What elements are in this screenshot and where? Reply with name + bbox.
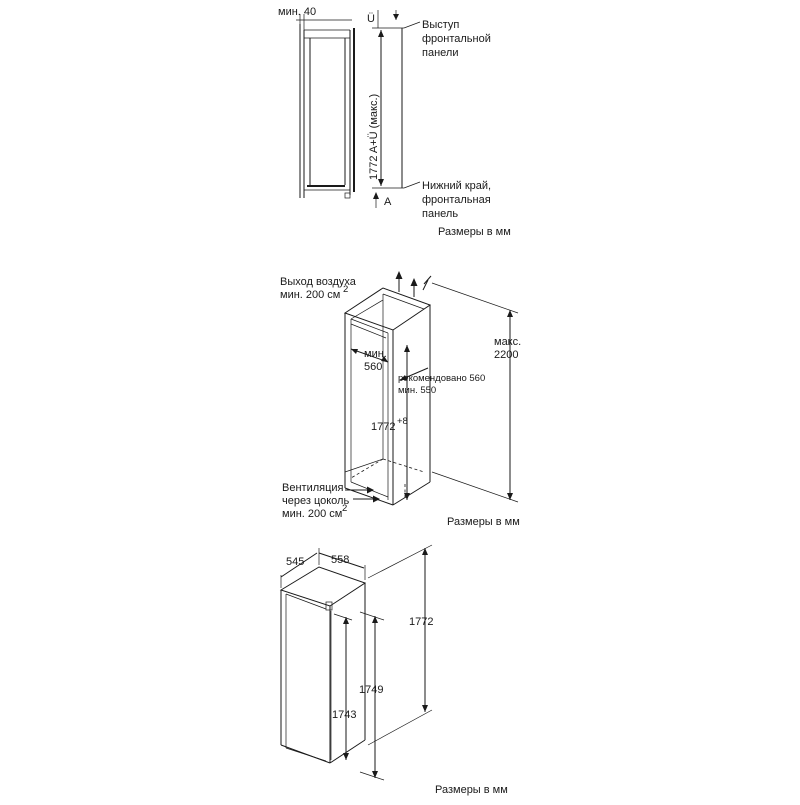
vent-sup: 2 [342, 503, 347, 514]
height-1749-label: 1749 [359, 684, 383, 696]
bottom-edge-label-3: панель [422, 208, 458, 220]
units-label-3: Размеры в мм [435, 784, 508, 796]
vent-label-1: Вентиляция [282, 482, 344, 494]
front-projection-label-2: фронтальной [422, 33, 491, 45]
height-1772-label-3: 1772 [409, 616, 433, 628]
bottom-edge-label-2: фронтальная [422, 194, 491, 206]
min-550-label: мин. 550 [398, 385, 436, 396]
min-40-label: мин. 40 [278, 6, 316, 18]
a-label: A [384, 196, 392, 208]
recommended-560-label: рекомендовано 560 [398, 373, 485, 384]
height-1772-sup: +8 [397, 416, 408, 427]
vent-label-3: мин. 200 см [282, 508, 342, 520]
height-1772-label-2: 1772 [371, 421, 395, 433]
diagram-niche: Выход воздуха мин. 200 см 2 макс. 2200 м… [280, 271, 521, 528]
min-560-label-2: 560 [364, 361, 382, 373]
air-outlet-sup: 2 [343, 284, 348, 295]
front-projection-label-3: панели [422, 47, 458, 59]
height-1743-label: 1743 [332, 709, 356, 721]
max-2200-label-2: 2200 [494, 349, 518, 361]
u-label: Ü [367, 13, 375, 25]
air-outlet-label-1: Выход воздуха [280, 276, 357, 288]
min-560-label-1: мин. [364, 348, 387, 360]
width-545-label: 545 [286, 556, 304, 568]
vent-label-2: через цоколь [282, 495, 349, 507]
front-projection-label-1: Выступ [422, 19, 459, 31]
max-2200-label-1: макс. [494, 336, 521, 348]
bottom-edge-label-1: Нижний край, [422, 180, 491, 192]
diagram-front-panel: мин. 40 Ü 1772 A+Ü (макс.) A [278, 6, 511, 238]
width-558-label: 558 [331, 554, 349, 566]
units-label-1: Размеры в мм [438, 226, 511, 238]
units-label-2: Размеры в мм [447, 516, 520, 528]
height-1772-label: 1772 A+Ü (макс.) [368, 94, 380, 180]
air-outlet-label-2: мин. 200 см [280, 289, 340, 301]
diagram-appliance: 545 558 1772 1749 1743 Размеры в мм [279, 544, 508, 796]
